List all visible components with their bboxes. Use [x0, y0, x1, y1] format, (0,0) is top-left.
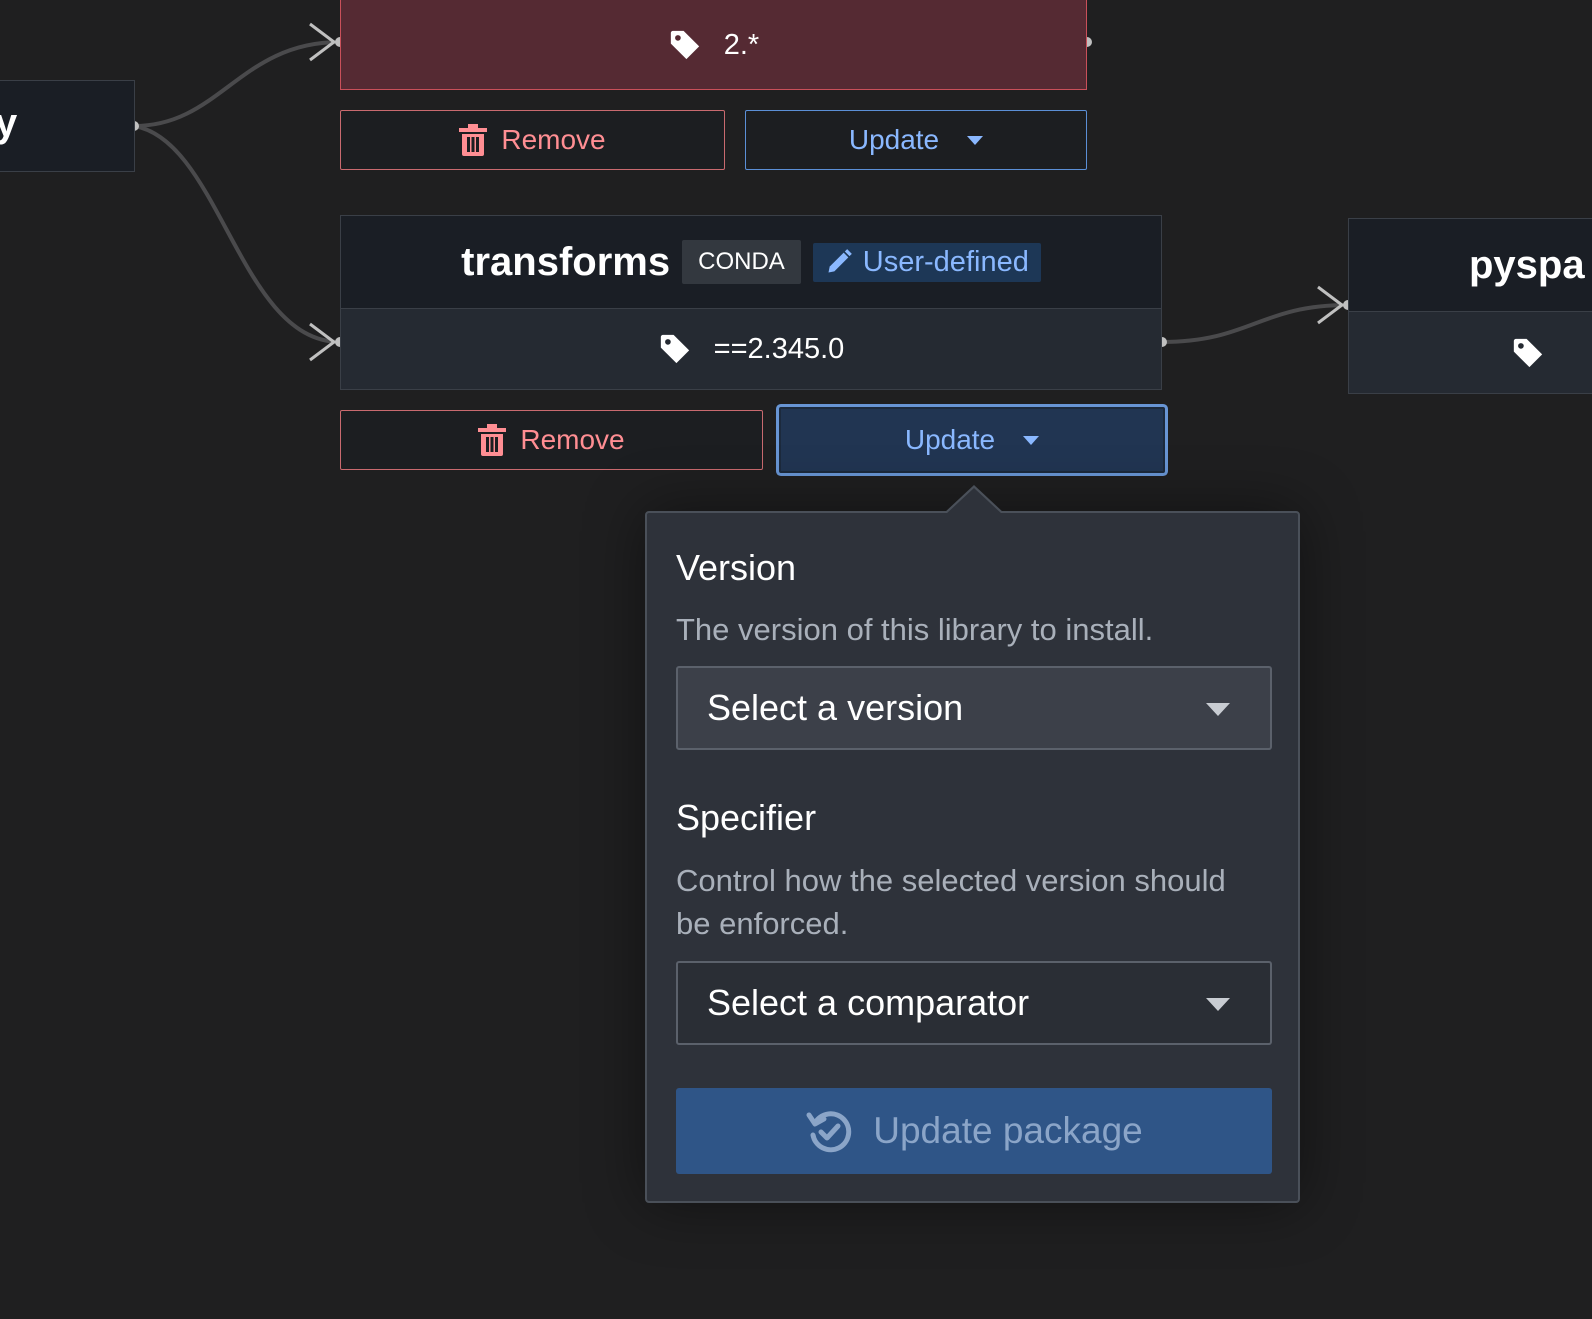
- version-description: The version of this library to install.: [676, 612, 1154, 647]
- chevron-down-icon: [1206, 703, 1230, 716]
- refresh-check-icon: [806, 1111, 852, 1153]
- node-header: pyspa: [1349, 219, 1592, 311]
- version-constraint: ==2.345.0: [713, 332, 845, 365]
- version-select-placeholder: Select a version: [707, 687, 964, 728]
- update-package-label: Update package: [873, 1110, 1143, 1151]
- upstream-node-label: y: [0, 101, 18, 145]
- remove-label: Remove: [520, 424, 625, 455]
- package-name: transforms: [461, 239, 671, 284]
- chevron-down-icon: [967, 135, 984, 145]
- comparator-select-placeholder: Select a comparator: [707, 982, 1030, 1023]
- chevron-down-icon: [1023, 435, 1040, 445]
- remove-label: Remove: [501, 124, 606, 155]
- specifier-description: Control how the selected version should …: [676, 863, 1226, 941]
- version-select[interactable]: Select a version: [676, 666, 1272, 750]
- comparator-select[interactable]: Select a comparator: [676, 961, 1272, 1045]
- remove-button[interactable]: Remove: [340, 410, 763, 470]
- package-name: pyspa: [1469, 242, 1585, 287]
- version-row: ==2.345.0: [341, 308, 1161, 389]
- version-row: [1349, 311, 1592, 393]
- update-popover: Version The version of this library to i…: [645, 485, 1300, 1203]
- chevron-down-icon: [1206, 998, 1230, 1011]
- user-defined-label: User-defined: [862, 245, 1029, 278]
- specifier-heading: Specifier: [676, 797, 817, 838]
- trash-icon: [478, 424, 507, 456]
- version-constraint: 2.*: [723, 28, 760, 61]
- upstream-node[interactable]: y: [0, 80, 135, 172]
- version-heading: Version: [676, 547, 797, 588]
- source-badge: CONDA: [682, 240, 801, 284]
- conflict-package-node[interactable]: 2.*: [340, 0, 1087, 90]
- tag-icon: [1513, 338, 1543, 367]
- transforms-package-node[interactable]: transforms CONDA User-defined ==2.345.0: [340, 215, 1162, 390]
- update-label: Update: [904, 424, 996, 455]
- user-defined-badge: User-defined: [812, 242, 1041, 282]
- pencil-icon: [828, 249, 852, 273]
- remove-button[interactable]: Remove: [340, 110, 725, 170]
- version-row: 2.*: [341, 1, 1086, 89]
- tag-icon: [660, 334, 689, 364]
- update-package-button[interactable]: Update package: [676, 1088, 1272, 1174]
- update-button[interactable]: Update: [779, 407, 1165, 473]
- tag-icon: [670, 30, 699, 60]
- update-button[interactable]: Update: [745, 110, 1087, 170]
- pyspark-package-node[interactable]: pyspa: [1348, 218, 1592, 394]
- trash-icon: [459, 124, 488, 156]
- node-header: transforms CONDA User-defined: [341, 216, 1161, 308]
- update-label: Update: [848, 124, 940, 155]
